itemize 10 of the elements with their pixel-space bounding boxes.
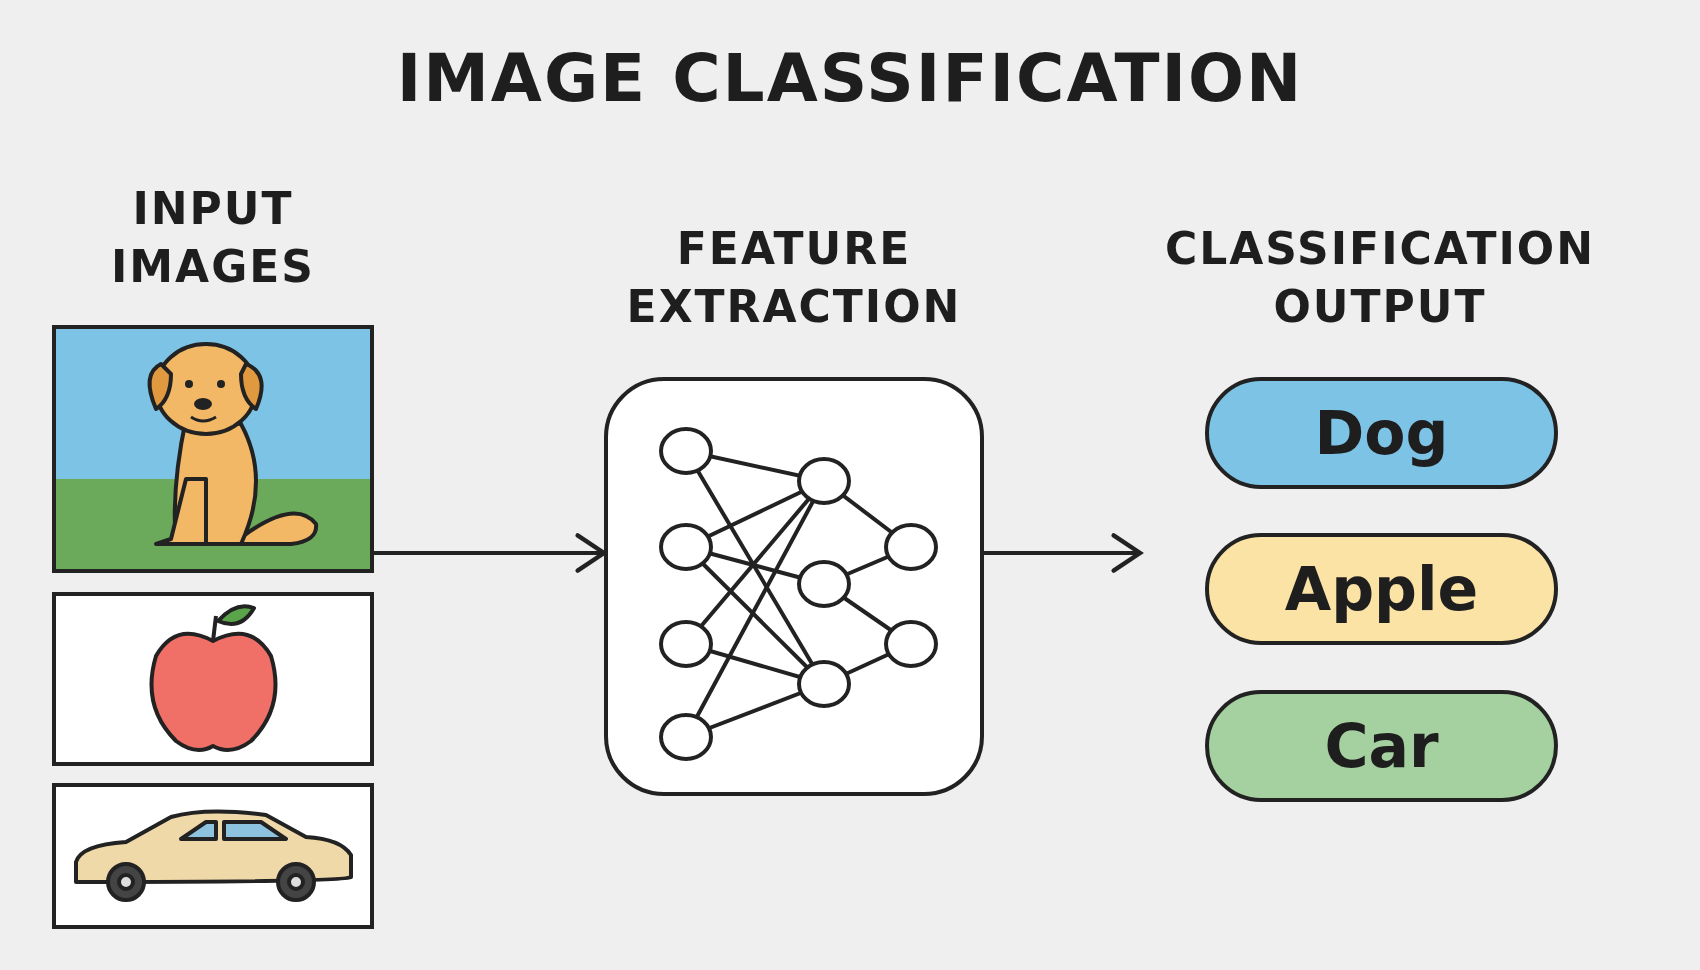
image-frame [52, 783, 374, 929]
column-heading: CLASSIFICATION OUTPUT [1163, 222, 1597, 334]
column-heading: INPUT IMAGES [109, 182, 317, 294]
class-label: Dog [1205, 377, 1558, 489]
image-frame [52, 592, 374, 766]
class-label: Car [1205, 690, 1558, 802]
arrow [984, 533, 1143, 573]
title: IMAGE CLASSIFICATION [395, 40, 1305, 119]
class-label: Apple [1205, 533, 1558, 645]
panel-heading: FEATURE EXTRACTION [625, 222, 963, 334]
